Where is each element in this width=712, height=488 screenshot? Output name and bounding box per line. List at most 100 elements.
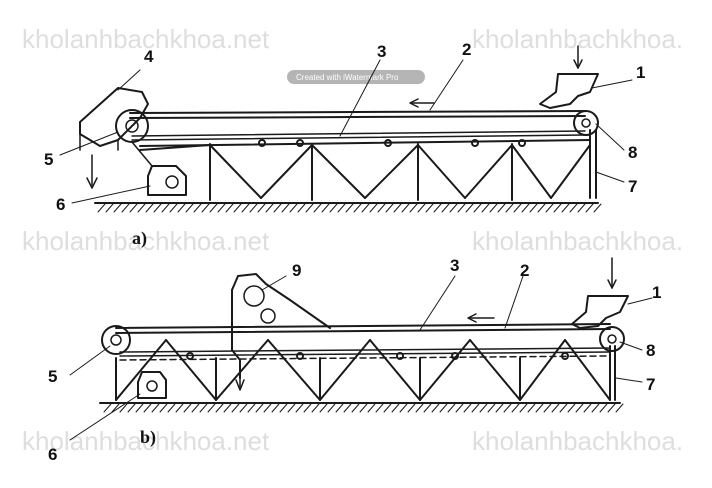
idler-roller — [561, 352, 569, 360]
ground-hatch — [409, 203, 418, 213]
ground-hatch — [359, 403, 368, 413]
ground-hatch — [297, 203, 306, 213]
watermark-text: kholanhbachkhoa.net — [22, 426, 270, 456]
ground-b — [99, 402, 624, 413]
ground-hatch — [119, 403, 128, 413]
ground-hatch — [319, 403, 328, 413]
ground-hatch — [495, 403, 504, 413]
ground-hatch — [335, 403, 344, 413]
ground-hatch — [401, 203, 410, 213]
ground-hatch — [441, 203, 450, 213]
ground-hatch — [463, 403, 472, 413]
tripper-unit-b — [231, 273, 331, 391]
feed-hopper-a — [539, 45, 599, 109]
ground-hatch — [305, 203, 314, 213]
idler-roller — [396, 352, 404, 360]
caption-b: b) — [140, 427, 156, 448]
ground-hatch — [265, 203, 274, 213]
label-3: 3 — [450, 256, 459, 275]
ground-hatch — [593, 203, 602, 213]
ground-hatch — [567, 403, 576, 413]
ground-hatch — [505, 203, 514, 213]
label-4: 4 — [144, 47, 154, 66]
ground-hatch — [535, 403, 544, 413]
ground-hatch — [537, 203, 546, 213]
ground-hatch — [183, 403, 192, 413]
ground-hatch — [377, 203, 386, 213]
idler-roller — [296, 352, 304, 360]
figure-a: 4 5 6 3 2 1 8 7 a) — [44, 40, 645, 249]
ground-hatch — [447, 403, 456, 413]
ground-a — [94, 202, 602, 213]
ground-hatch — [607, 403, 616, 413]
ground-hatch — [351, 403, 360, 413]
label-2: 2 — [520, 261, 529, 280]
truss-diagonal — [215, 339, 269, 401]
label-2: 2 — [462, 40, 471, 59]
ground-hatch — [353, 203, 362, 213]
ground-hatch — [135, 403, 144, 413]
ground-hatch — [399, 403, 408, 413]
ground-hatch — [439, 403, 448, 413]
ground-hatch — [519, 403, 528, 413]
ground-hatch — [199, 403, 208, 413]
idler-roller — [296, 139, 304, 147]
ground-hatch — [225, 203, 234, 213]
ground-hatch — [105, 203, 114, 213]
ground-hatch — [287, 403, 296, 413]
truss-diagonal — [165, 339, 217, 401]
ground-hatch — [415, 403, 424, 413]
ground-hatch — [503, 403, 512, 413]
figure-b: 9 5 6 3 2 1 8 7 b) — [48, 256, 661, 464]
ground-hatch — [599, 403, 608, 413]
ground-hatch — [121, 203, 130, 213]
leader-lines-b — [69, 275, 653, 441]
ground-hatch — [369, 203, 378, 213]
belt-direction-arrow-a — [409, 98, 435, 108]
ground-hatch — [513, 203, 522, 213]
ground-hatch — [201, 203, 210, 213]
ground-hatch — [569, 203, 578, 213]
ground-hatch — [457, 203, 466, 213]
conveyor-belt-a — [129, 110, 586, 141]
ground-hatch — [553, 203, 562, 213]
leader-lines-a — [59, 59, 633, 204]
ground-hatch — [145, 203, 154, 213]
truss-frame-b — [115, 339, 616, 401]
feed-hopper-b — [571, 257, 629, 329]
ground-hatch — [473, 203, 482, 213]
truss-diagonal — [564, 339, 611, 401]
idler-roller — [258, 139, 266, 147]
truss-diagonal — [419, 339, 471, 401]
idler-roller — [384, 139, 392, 147]
ground-hatch — [97, 203, 106, 213]
ground-hatch — [113, 203, 122, 213]
truss-diagonal — [260, 144, 313, 199]
truss-diagonal — [464, 144, 513, 199]
watermark-layer: kholanhbachkhoa.net kholanhbachkhoa. kho… — [22, 24, 683, 456]
ground-hatch — [271, 403, 280, 413]
truss-frame-a — [139, 129, 597, 201]
discharge-chute-a — [79, 87, 149, 189]
ground-hatch — [489, 203, 498, 213]
ground-hatch — [479, 403, 488, 413]
drive-motor-a — [131, 141, 187, 196]
ground-hatch — [345, 203, 354, 213]
ground-hatch — [151, 403, 160, 413]
ground-hatch — [367, 403, 376, 413]
ground-hatch — [191, 403, 200, 413]
ground-hatch — [137, 203, 146, 213]
ground-hatch — [449, 203, 458, 213]
ground-hatch — [343, 403, 352, 413]
ground-hatch — [193, 203, 202, 213]
caption-a: a) — [132, 228, 147, 249]
ground-hatch — [289, 203, 298, 213]
ground-hatch — [329, 203, 338, 213]
ground-hatch — [159, 403, 168, 413]
ground-hatch — [185, 203, 194, 213]
truss-diagonal — [417, 144, 466, 199]
ground-hatch — [375, 403, 384, 413]
label-7: 7 — [628, 177, 637, 196]
label-1: 1 — [636, 63, 645, 82]
